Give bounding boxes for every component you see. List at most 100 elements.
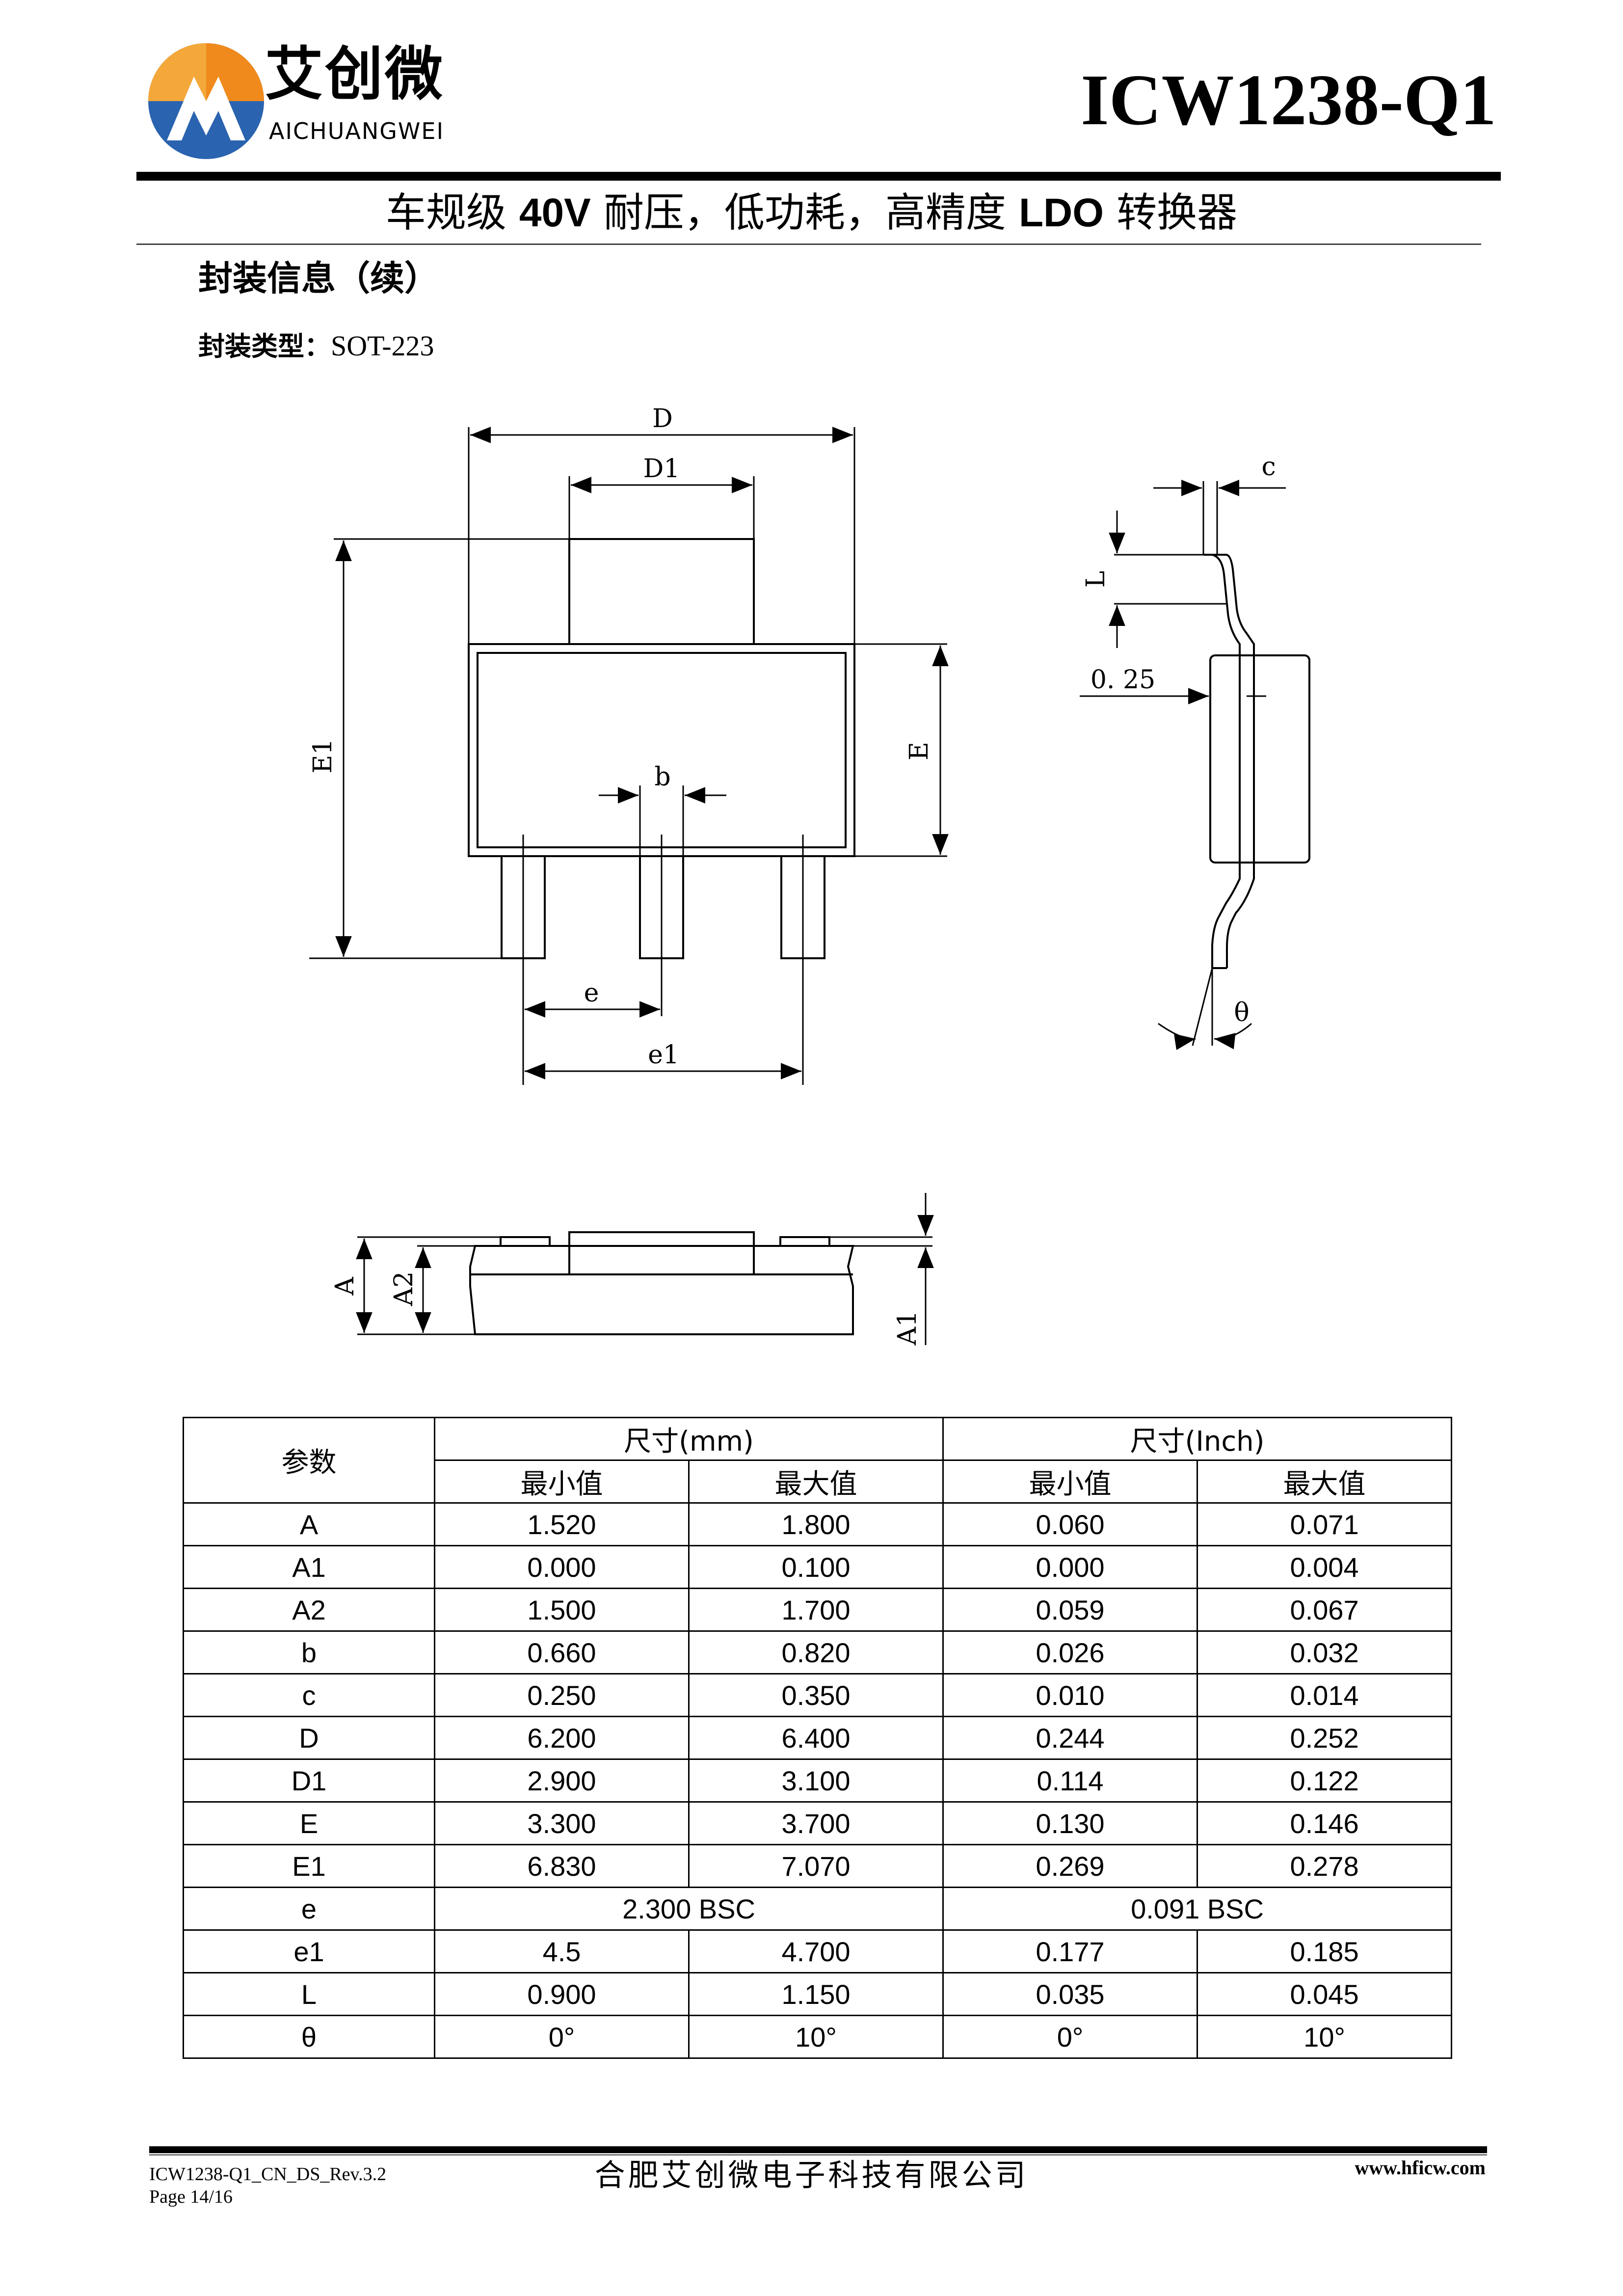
package-type: 封装类型：SOT-223: [198, 332, 434, 360]
cell-inch-max: 0.067: [1197, 1588, 1453, 1632]
footer-rule: [149, 2146, 1487, 2153]
cell-mm-max: 0.350: [688, 1673, 944, 1717]
cell-mm-min: 1.500: [434, 1588, 690, 1632]
cell-mm-max: 1.700: [688, 1588, 944, 1632]
label-A2: A2: [389, 1271, 419, 1307]
cell-inch-max: 0.032: [1197, 1630, 1453, 1675]
cell-inch-max: 10°: [1197, 2015, 1453, 2059]
side-view: [1080, 480, 1310, 1050]
cell-mm-max: 10°: [688, 2015, 944, 2059]
cell-inch-max: 0.122: [1197, 1758, 1453, 1803]
label-E1: E1: [308, 738, 338, 773]
cell-inch-min: 0.060: [942, 1502, 1198, 1546]
brand-name-en: AICHUANGWEI: [269, 118, 445, 144]
cell-param: A1: [183, 1545, 435, 1589]
label-A: A: [330, 1276, 360, 1296]
cell-inch-max: 0.146: [1197, 1801, 1453, 1845]
section-title: 封装信息（续）: [198, 258, 439, 298]
top-view-labels: D D1 E1 E b e e1: [308, 404, 934, 1070]
cell-mm-max: 3.100: [688, 1758, 944, 1803]
cell-inch-min: 0.244: [942, 1716, 1198, 1760]
part-number: ICW1238-Q1: [1081, 60, 1496, 140]
cell-inch-max: 0.014: [1197, 1673, 1453, 1717]
cell-param: E1: [183, 1844, 435, 1888]
label-e: e: [584, 978, 599, 1008]
header-inch-min: 最小值: [942, 1459, 1198, 1504]
cell-inch-bsc: 0.091 BSC: [942, 1887, 1453, 1931]
cell-mm-min: 6.830: [434, 1844, 690, 1888]
cell-inch-min: 0.010: [942, 1673, 1198, 1717]
cell-mm-min: 0.000: [434, 1545, 690, 1589]
cell-mm-min: 6.200: [434, 1716, 690, 1760]
document-subtitle: 车规级 40V 耐压，低功耗，高精度 LDO 转换器: [0, 189, 1623, 238]
cell-inch-min: 0.269: [942, 1844, 1198, 1888]
cell-mm-min: 0.900: [434, 1972, 690, 2016]
footer-page-number: Page 14/16: [149, 2187, 233, 2207]
cell-param: b: [183, 1630, 435, 1675]
cell-mm-min: 0.660: [434, 1630, 690, 1675]
subtitle-rule: [136, 243, 1481, 245]
subtitle-ldo: LDO: [1018, 190, 1104, 235]
footer-doc-id: ICW1238-Q1_CN_DS_Rev.3.2: [149, 2164, 387, 2185]
cell-mm-min: 4.5: [434, 1929, 690, 1973]
cell-inch-min: 0.035: [942, 1972, 1198, 2016]
cell-param: A2: [183, 1588, 435, 1632]
cell-inch-min: 0.026: [942, 1630, 1198, 1675]
cell-inch-max: 0.004: [1197, 1545, 1453, 1589]
cell-mm-min: 3.300: [434, 1801, 690, 1845]
header-inch: 尺寸(Inch): [942, 1417, 1453, 1461]
label-D1: D1: [643, 454, 680, 484]
cell-param: D1: [183, 1758, 435, 1803]
cell-inch-min: 0°: [942, 2015, 1198, 2059]
subtitle-pre: 车规级: [385, 189, 519, 236]
cell-inch-min: 0.000: [942, 1545, 1198, 1589]
table-header-row: 参数 尺寸(mm) 尺寸(Inch): [183, 1417, 1453, 1504]
cell-mm-max: 0.100: [688, 1545, 944, 1589]
cell-inch-max: 0.278: [1197, 1844, 1453, 1888]
brand-name-cn: 艾创微: [265, 40, 445, 108]
top-view: [309, 427, 949, 1085]
label-A1: A1: [893, 1311, 922, 1346]
cell-mm-max: 0.820: [688, 1630, 944, 1675]
cell-param: D: [183, 1716, 435, 1760]
cell-param: L: [183, 1972, 435, 2016]
subtitle-post: 转换器: [1104, 189, 1238, 236]
cell-param: e1: [183, 1929, 435, 1973]
cell-mm-max: 7.070: [688, 1844, 944, 1888]
cell-mm-max: 3.700: [688, 1801, 944, 1845]
cell-param: c: [183, 1673, 435, 1717]
footer-website-link[interactable]: www.hficw.com: [1355, 2157, 1486, 2179]
cell-param: θ: [183, 2015, 435, 2059]
cell-mm-max: 6.400: [688, 1716, 944, 1760]
header-param: 参数: [183, 1417, 435, 1504]
label-D: D: [652, 404, 673, 433]
cell-inch-max: 0.185: [1197, 1929, 1453, 1973]
header-rule: [136, 172, 1501, 181]
cell-param: e: [183, 1887, 435, 1931]
cell-inch-max: 0.252: [1197, 1716, 1453, 1760]
label-theta: θ: [1234, 998, 1249, 1027]
front-view: [356, 1193, 934, 1345]
cell-mm-min: 1.520: [434, 1502, 690, 1546]
cell-mm-max: 1.800: [688, 1502, 944, 1546]
cell-inch-min: 0.059: [942, 1588, 1198, 1632]
subtitle-voltage: 40V: [519, 190, 591, 235]
cell-inch-min: 0.130: [942, 1801, 1198, 1845]
cell-mm-bsc: 2.300 BSC: [433, 1887, 944, 1931]
cell-mm-min: 0°: [434, 2015, 690, 2059]
cell-param: E: [183, 1801, 435, 1845]
cell-inch-max: 0.045: [1197, 1972, 1453, 2016]
cell-mm-min: 2.900: [434, 1758, 690, 1803]
label-c: c: [1261, 452, 1276, 482]
package-drawing: D D1 E1 E b e e1: [308, 404, 1310, 1346]
